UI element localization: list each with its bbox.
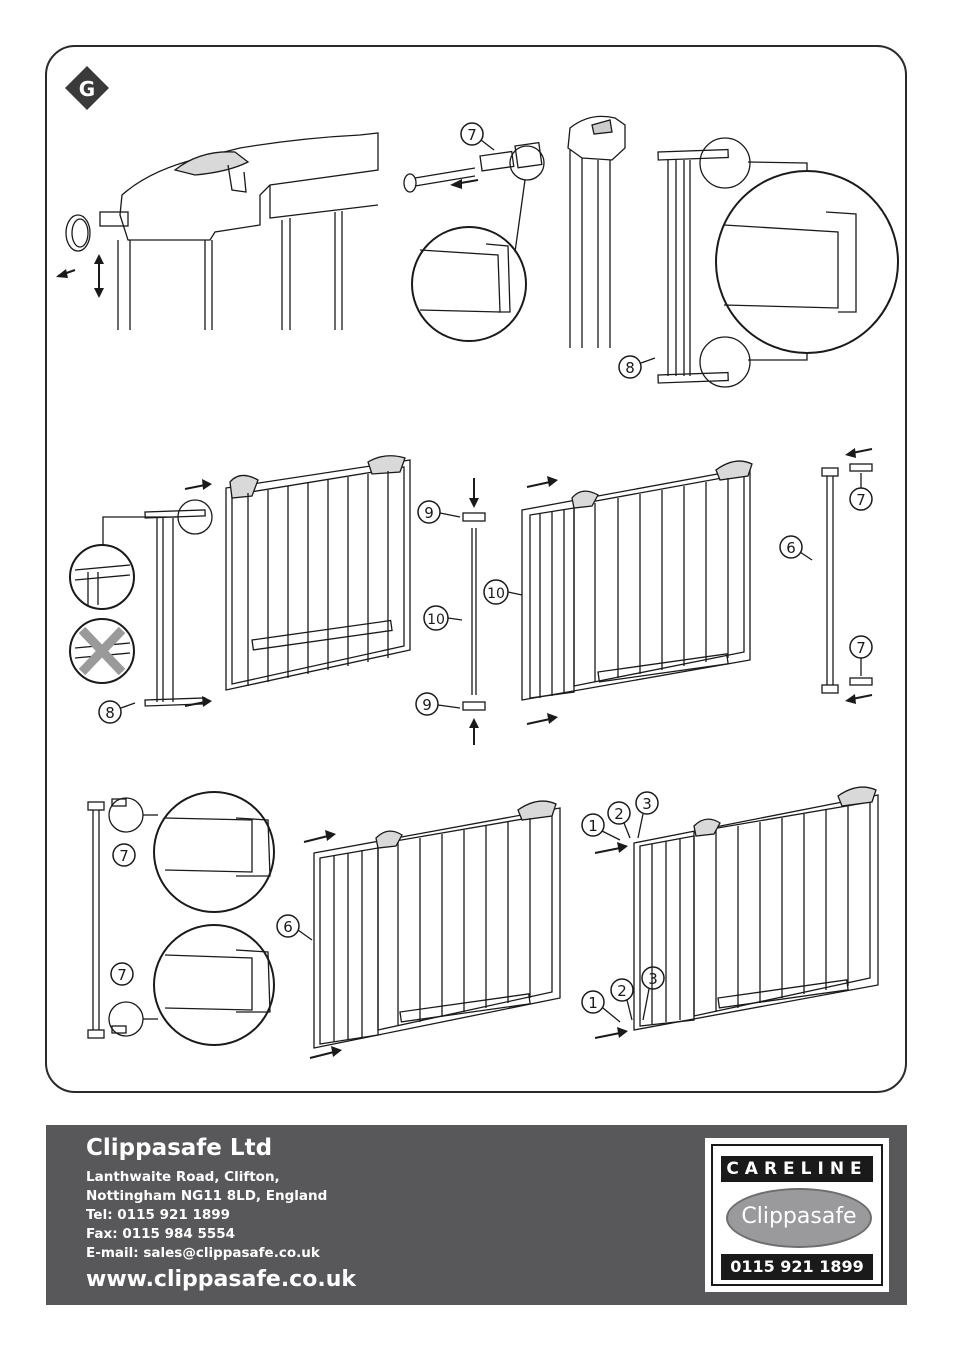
careline-phone: 0115 921 1899 bbox=[721, 1254, 873, 1280]
svg-text:7: 7 bbox=[119, 847, 129, 865]
fax: Fax: 0115 984 5554 bbox=[86, 1226, 235, 1242]
callout-6-mid: 6 bbox=[780, 536, 812, 560]
careline-border: CARELINE Clippasafe 0115 921 1899 bbox=[711, 1144, 883, 1286]
callout-9-upper: 9 bbox=[418, 501, 460, 523]
svg-text:7: 7 bbox=[856, 639, 866, 657]
extension-left-bottom: 7 7 bbox=[88, 792, 274, 1045]
address-line-1: Lanthwaite Road, Clifton, bbox=[86, 1169, 280, 1185]
callout-7-top: 7 bbox=[461, 123, 494, 150]
svg-text:8: 8 bbox=[625, 359, 635, 377]
spindle-parts: 7 bbox=[404, 123, 544, 341]
svg-text:1: 1 bbox=[588, 817, 598, 835]
telephone: Tel: 0115 921 1899 bbox=[86, 1207, 230, 1223]
svg-text:7: 7 bbox=[856, 491, 866, 509]
callout-7-mid-lower: 7 bbox=[850, 636, 872, 676]
callout-7-bot-lower: 7 bbox=[111, 963, 133, 985]
email: E-mail: sales@clippasafe.co.uk bbox=[86, 1245, 320, 1261]
cross-icon bbox=[82, 630, 122, 672]
callout-3-upper: 3 bbox=[636, 792, 658, 838]
svg-text:6: 6 bbox=[786, 539, 796, 557]
svg-text:8: 8 bbox=[105, 704, 115, 722]
svg-text:9: 9 bbox=[422, 696, 432, 714]
callout-1-lower: 1 bbox=[582, 991, 620, 1022]
svg-text:10: 10 bbox=[487, 586, 505, 602]
svg-text:3: 3 bbox=[648, 970, 658, 988]
clippasafe-logo: Clippasafe bbox=[726, 1188, 872, 1248]
address-line-2: Nottingham NG11 8LD, England bbox=[86, 1188, 327, 1204]
svg-text:6: 6 bbox=[283, 918, 293, 936]
svg-text:2: 2 bbox=[614, 805, 624, 823]
svg-text:2: 2 bbox=[617, 982, 627, 1000]
callout-8-top: 8 bbox=[619, 356, 655, 378]
callout-2-upper: 2 bbox=[608, 802, 630, 838]
svg-text:1: 1 bbox=[588, 994, 598, 1012]
callout-7-bot-upper: 7 bbox=[113, 844, 135, 866]
callout-6-bot: 6 bbox=[277, 915, 312, 940]
company-name: Clippasafe Ltd bbox=[86, 1135, 272, 1161]
gate-mid-left bbox=[226, 456, 410, 690]
contact-footer: Clippasafe Ltd Lanthwaite Road, Clifton,… bbox=[46, 1125, 907, 1305]
svg-text:7: 7 bbox=[117, 966, 127, 984]
svg-text:9: 9 bbox=[424, 504, 434, 522]
careline-title: CARELINE bbox=[721, 1156, 873, 1182]
website-link[interactable]: www.clippasafe.co.uk bbox=[86, 1267, 356, 1292]
gate-bottom-left: 6 bbox=[277, 801, 560, 1058]
callout-9-lower: 9 bbox=[416, 693, 460, 715]
step-badge-letter: G bbox=[79, 77, 95, 101]
assembly-diagram: G bbox=[0, 0, 954, 1100]
step-badge: G bbox=[65, 66, 109, 110]
svg-text:7: 7 bbox=[467, 126, 477, 144]
gate-top-closeup bbox=[56, 133, 378, 330]
extension-left-mid: 8 bbox=[70, 479, 212, 723]
gate-bottom-right: 1 2 3 1 2 3 bbox=[582, 787, 878, 1038]
careline-badge: CARELINE Clippasafe 0115 921 1899 bbox=[705, 1138, 889, 1292]
gate-mid-right: 10 bbox=[484, 461, 752, 724]
svg-text:3: 3 bbox=[642, 795, 652, 813]
callout-2-lower: 2 bbox=[611, 979, 633, 1020]
callout-7-mid-upper: 7 bbox=[850, 473, 872, 510]
extension-right-mid: 6 7 7 bbox=[780, 448, 872, 704]
callout-10-right: 10 bbox=[484, 580, 522, 604]
callout-10-left: 10 bbox=[424, 606, 462, 630]
callout-8-mid: 8 bbox=[99, 701, 135, 723]
extension-bar-top: 8 bbox=[568, 116, 898, 387]
pin-assembly: 9 10 9 bbox=[416, 478, 485, 745]
svg-text:10: 10 bbox=[427, 612, 445, 628]
callout-3-lower: 3 bbox=[642, 967, 664, 1020]
